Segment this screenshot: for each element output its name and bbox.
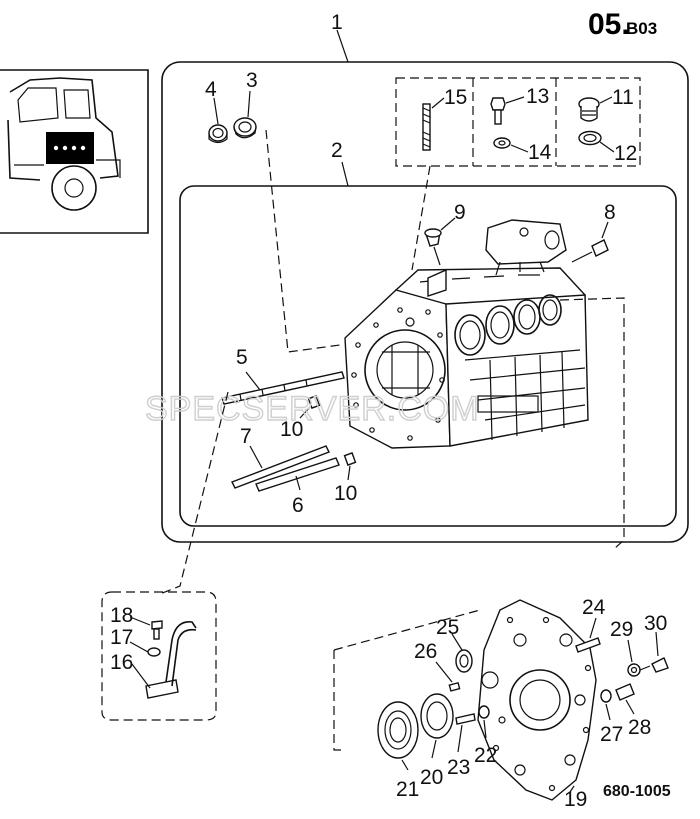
rod-7: 7 xyxy=(231,425,330,489)
callout-13: 13 xyxy=(526,85,549,108)
callout-7: 7 xyxy=(240,425,252,448)
callout-12: 12 xyxy=(614,142,637,165)
cylinder-block xyxy=(344,219,589,449)
callout-11: 11 xyxy=(612,86,634,109)
callout-25: 25 xyxy=(436,616,459,639)
callout-21: 21 xyxy=(396,778,419,801)
callout-17: 17 xyxy=(110,626,133,649)
truck-location-inset xyxy=(0,69,149,234)
callout-6: 6 xyxy=(292,494,304,517)
rod-6: 6 xyxy=(255,457,340,517)
plug-11-seal-12: 11 12 xyxy=(578,86,637,165)
plug-13-washer-14: 13 14 xyxy=(490,85,552,164)
callout-27: 27 xyxy=(600,723,623,746)
figure-reference: 680-1005 xyxy=(603,783,671,800)
fitting-9: 9 xyxy=(424,201,466,266)
callout-29: 29 xyxy=(610,618,633,641)
callout-30: 30 xyxy=(644,612,667,635)
assembly-frame xyxy=(161,61,689,543)
oil-pipe-detail: 18 17 16 xyxy=(101,591,217,721)
callout-14: 14 xyxy=(528,141,552,164)
pins-10: 10 10 xyxy=(280,395,357,505)
callout-16: 16 xyxy=(110,651,133,674)
callout-26: 26 xyxy=(414,640,437,663)
callout-24: 24 xyxy=(582,596,606,619)
callout-22: 22 xyxy=(474,744,497,767)
diagram-code: 05. B03 xyxy=(588,8,657,41)
callout-19: 19 xyxy=(564,788,587,811)
rear-cover-group: 19 25 26 20 21 23 22 24 xyxy=(333,596,669,811)
callout-28: 28 xyxy=(628,716,651,739)
watermark: SPECSERVER.COM xyxy=(145,390,480,428)
callout-10-upper: 10 xyxy=(280,418,303,441)
callout-2: 2 xyxy=(331,139,343,162)
truck-wheel xyxy=(51,165,97,211)
bushings-3-4: 4 3 xyxy=(205,69,341,353)
stud-15: 15 xyxy=(422,86,467,151)
callout-15: 15 xyxy=(444,86,467,109)
callout-10-lower: 10 xyxy=(334,482,357,505)
fitting-8: 8 xyxy=(571,201,616,263)
callout-23: 23 xyxy=(447,756,470,779)
block-frame xyxy=(179,185,677,527)
callout-20: 20 xyxy=(420,766,443,789)
callout-3: 3 xyxy=(246,69,258,92)
rod-5: 5 xyxy=(221,346,345,405)
callout-4: 4 xyxy=(205,78,217,101)
engine-location-marker xyxy=(46,132,94,164)
diagram-code-sub: B03 xyxy=(626,19,657,38)
callout-18: 18 xyxy=(110,604,133,627)
callout-8: 8 xyxy=(604,201,616,224)
diagram-code-main: 05. xyxy=(588,8,630,41)
callout-5: 5 xyxy=(236,346,248,369)
small-parts-group xyxy=(395,77,641,271)
callout-9: 9 xyxy=(454,201,466,224)
callout-1: 1 xyxy=(331,11,343,34)
